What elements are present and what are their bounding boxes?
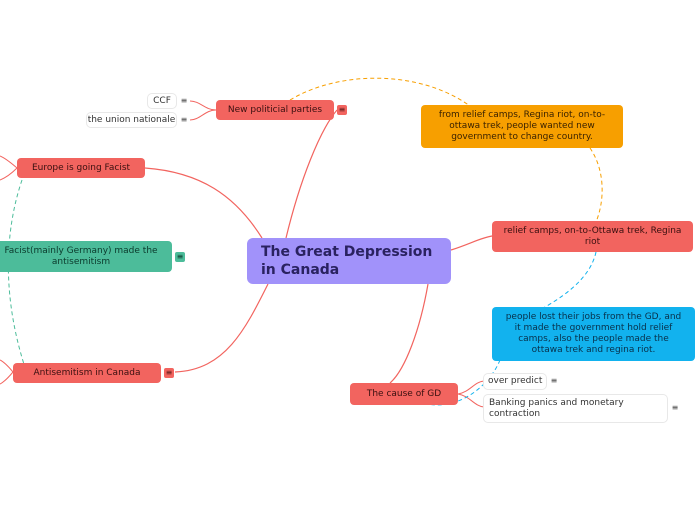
link-europe-left2	[0, 167, 18, 181]
subtopic-over-predict[interactable]: over predict	[484, 374, 546, 389]
subtopic-union-nationale[interactable]: the union nationale	[87, 113, 176, 127]
note-from-relief-label: from relief camps, Regina riot, on-to-ot…	[438, 110, 606, 142]
topic-cause-of-gd[interactable]: The cause of GD	[350, 383, 458, 405]
link-parties-union	[189, 109, 217, 121]
menu-icon[interactable]: ≡	[175, 252, 185, 262]
subtopic-ccf-label: CCF	[153, 95, 171, 106]
link-antisem-left2	[0, 371, 14, 385]
menu-icon[interactable]: ≡	[337, 105, 347, 115]
note-facist-germany-label: Facist(mainly Germany) made the antisemi…	[4, 245, 158, 267]
link-central-cause	[389, 283, 429, 384]
note-facist-germany[interactable]: Facist(mainly Germany) made the antisemi…	[0, 241, 172, 272]
link-antisem-left	[0, 359, 14, 373]
topic-antisemitism[interactable]: Antisemitism in Canada	[13, 363, 161, 383]
menu-icon[interactable]: ≡	[180, 115, 188, 124]
topic-relief-camps-label: relief camps, on-to-Ottawa trek, Regina …	[503, 225, 682, 247]
subtopic-union-nationale-label: the union nationale	[87, 114, 176, 125]
menu-icon[interactable]: ≡	[550, 376, 558, 385]
topic-antisemitism-label: Antisemitism in Canada	[33, 367, 141, 378]
topic-europe-facist[interactable]: Europe is going Facist	[17, 158, 145, 178]
link-central-new-parties	[285, 109, 338, 239]
link-europe-left	[0, 155, 18, 169]
dashed-link-orange	[289, 77, 471, 107]
subtopic-over-predict-label: over predict	[488, 376, 543, 386]
menu-icon[interactable]: ≡	[671, 403, 679, 412]
link-central-antisemitism	[174, 283, 269, 373]
dashed-link-orange-to-relief	[589, 147, 603, 223]
central-topic-label: The Great Depression in Canada	[261, 244, 433, 278]
central-topic[interactable]: The Great Depression in Canada	[247, 238, 451, 284]
dashed-link-green	[7, 179, 31, 383]
note-people-lost-label: people lost their jobs from the GD, and …	[505, 312, 682, 355]
topic-cause-of-gd-label: The cause of GD	[366, 388, 442, 399]
note-people-lost[interactable]: people lost their jobs from the GD, and …	[492, 307, 695, 361]
link-parties-ccf	[189, 100, 217, 111]
link-central-europe	[144, 167, 263, 239]
subtopic-banking-panics-label: Banking panics and monetary contraction	[489, 397, 624, 419]
menu-icon[interactable]: ≡	[180, 96, 188, 105]
topic-new-parties-label: New politicial parties	[227, 104, 323, 115]
link-cause-over	[457, 380, 485, 395]
subtopic-ccf[interactable]: CCF	[148, 94, 176, 108]
note-from-relief[interactable]: from relief camps, Regina riot, on-to-ot…	[421, 105, 623, 148]
menu-icon[interactable]: ≡	[164, 368, 174, 378]
subtopic-banking-panics[interactable]: Banking panics and monetary contraction	[484, 395, 667, 422]
link-central-relief	[450, 235, 493, 251]
topic-europe-facist-label: Europe is going Facist	[31, 162, 131, 173]
topic-new-parties[interactable]: New politicial parties	[216, 100, 334, 120]
link-cause-banking	[457, 393, 485, 408]
topic-relief-camps[interactable]: relief camps, on-to-Ottawa trek, Regina …	[492, 221, 693, 252]
